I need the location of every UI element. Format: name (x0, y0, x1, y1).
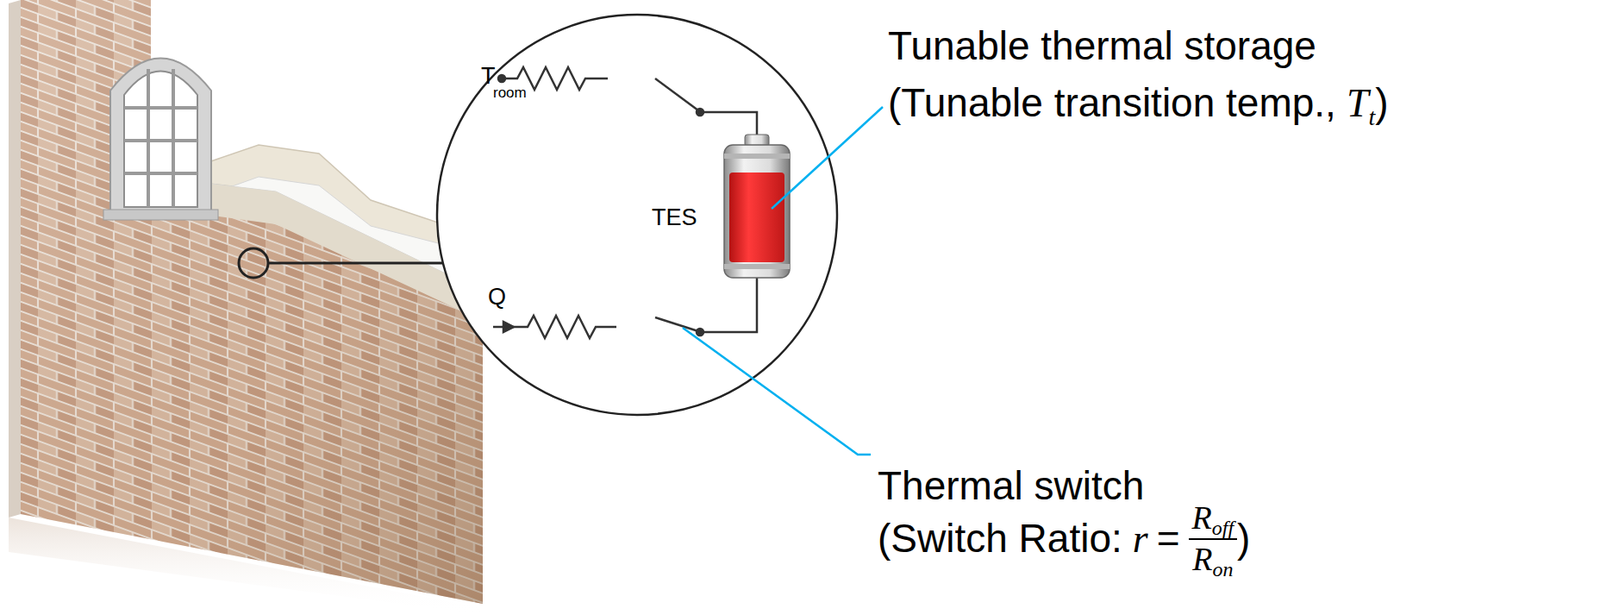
fraction: RoffRon (1188, 500, 1238, 578)
callout: Tunable thermal storage (887, 22, 1317, 70)
callout-detail: ) (1237, 514, 1250, 563)
callout-title: Thermal switch (877, 462, 1144, 510)
subscript: off (1212, 516, 1234, 540)
tes-battery (724, 134, 790, 278)
math-symbol: R (1192, 500, 1213, 537)
callout-title: Tunable thermal storage (887, 22, 1317, 70)
callout-detail: ) (1375, 79, 1388, 127)
subscript: room (493, 85, 527, 102)
subscript: on (1212, 557, 1233, 582)
numerator: Roff (1188, 500, 1238, 540)
math-symbol: T (1346, 79, 1369, 127)
callout-detail: (Tunable transition temp., (887, 79, 1337, 127)
callout: Thermal switch (877, 462, 1144, 510)
window (103, 58, 219, 221)
brick-wall (8, 0, 483, 615)
inset-node: TroomTESQ (437, 14, 838, 415)
inset-circle (437, 14, 838, 415)
denominator: Ron (1188, 539, 1237, 578)
heat-flow-label: Q (487, 284, 507, 311)
subscript: t (1368, 103, 1375, 132)
math-symbol: R (1192, 541, 1213, 578)
leader-line (682, 106, 883, 455)
circuit (493, 67, 757, 338)
zoom-line (268, 262, 444, 265)
callout: (Tunable transition temp.,Tt) (887, 79, 1389, 127)
callout: (Switch Ratio:r=RoffRon) (877, 500, 1250, 578)
math-symbol: r (1132, 514, 1149, 563)
math-symbol: = (1156, 514, 1181, 563)
storage-label: TES (651, 205, 698, 232)
callout-detail: (Switch Ratio: (877, 514, 1123, 563)
zoom-marker (238, 248, 269, 278)
